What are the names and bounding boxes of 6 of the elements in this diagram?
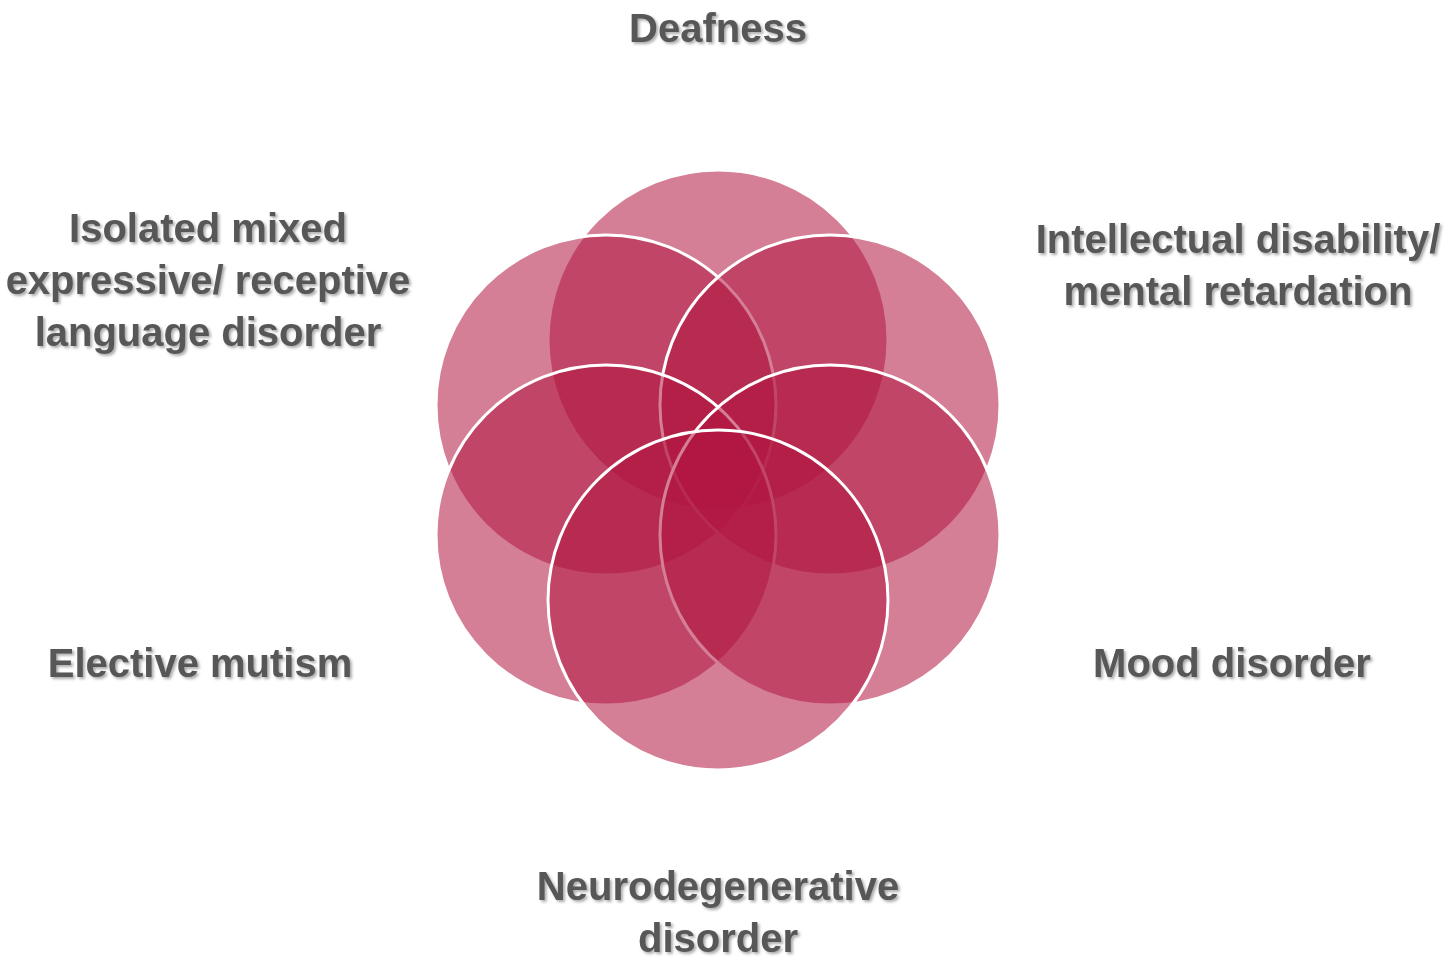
category-label: Elective mutism [46, 640, 354, 687]
category-label: Deafness [628, 5, 808, 52]
category-label: Isolated mixed expressive/ receptive language disorder [4, 205, 412, 356]
category-label: Intellectual disability/ mental retardation [1034, 216, 1442, 315]
category-label: Mood disorder [1092, 640, 1372, 687]
category-label: Neurodegenerative disorder [535, 863, 901, 958]
